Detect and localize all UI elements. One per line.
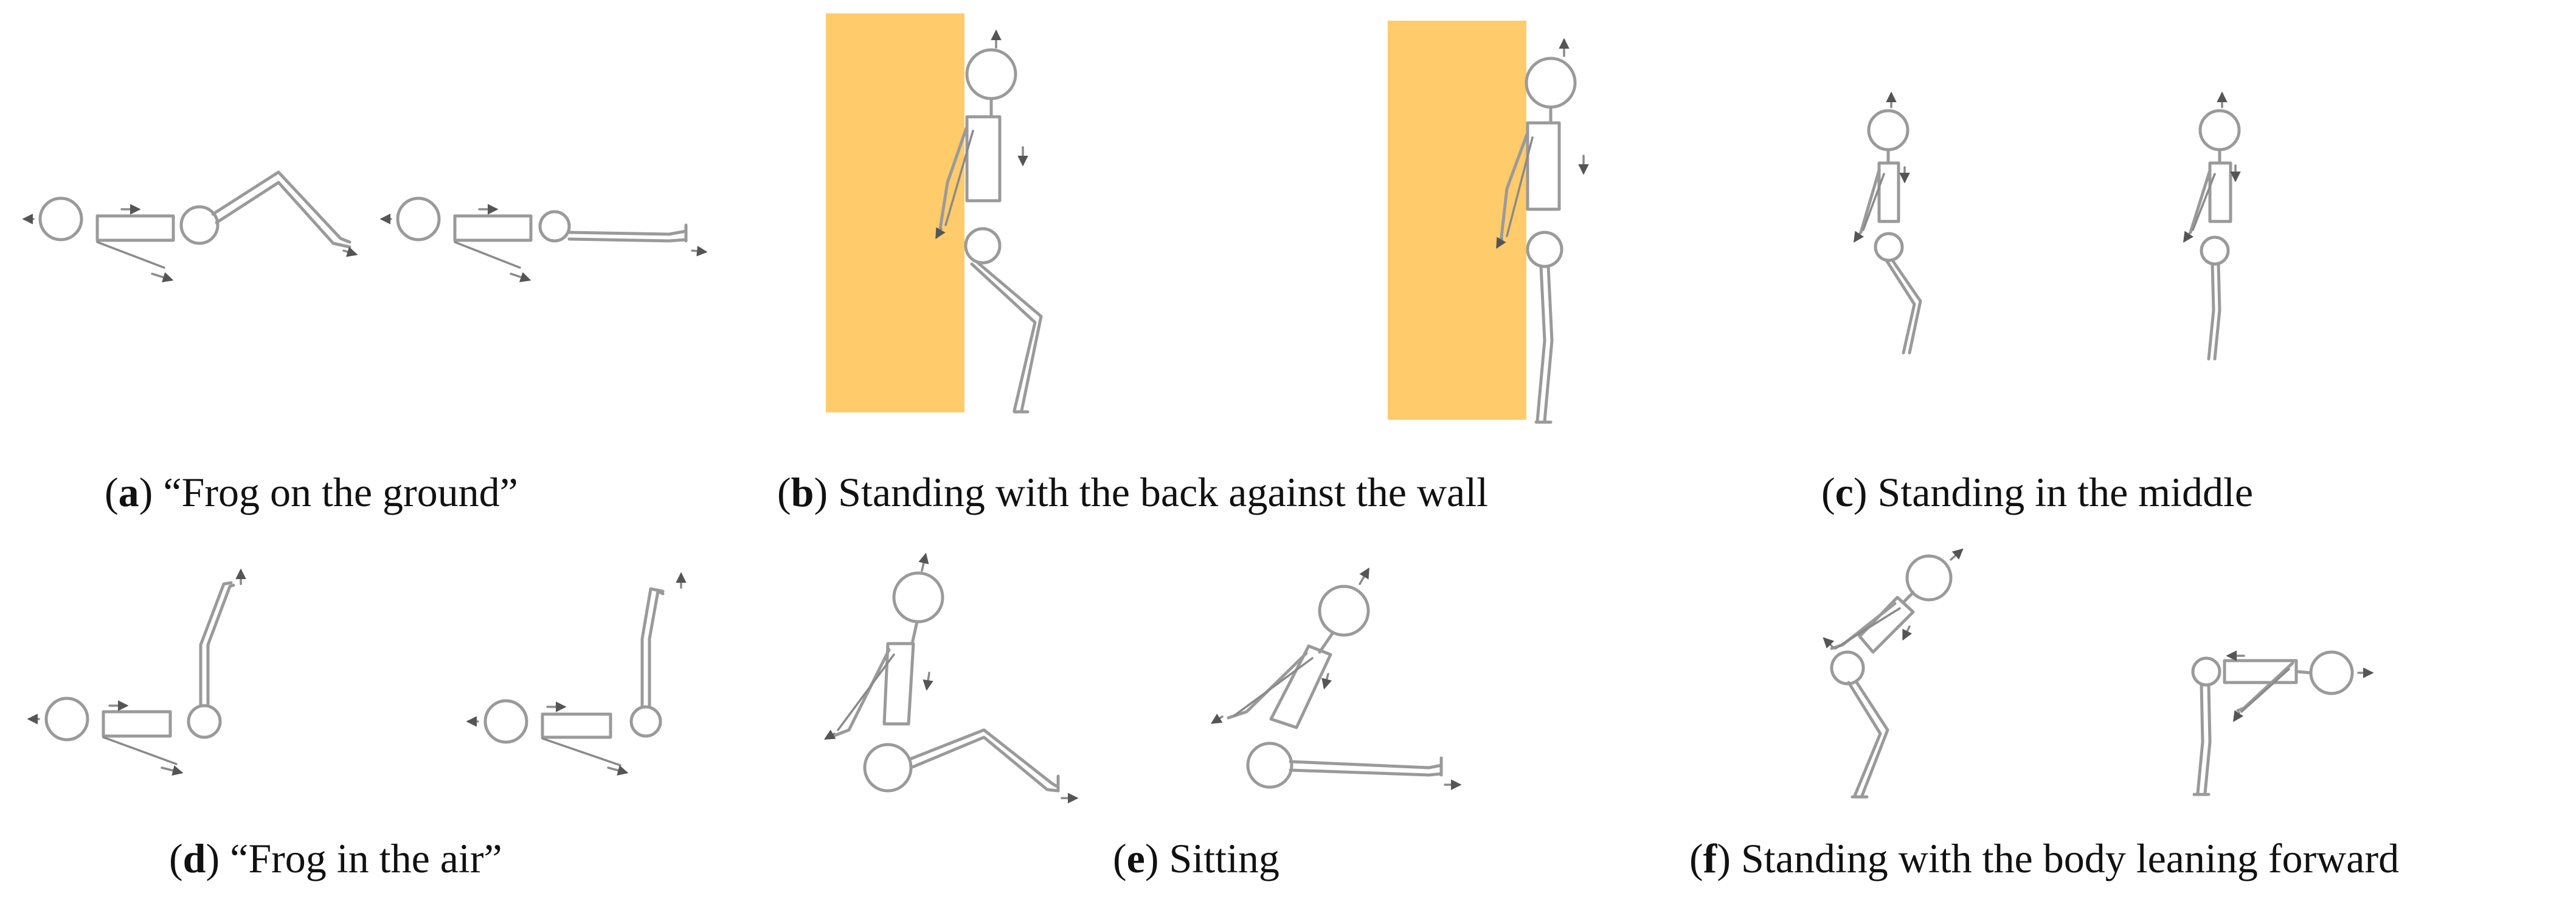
panel-c-figure-2 — [2183, 91, 2241, 361]
panel-e-caption: (e) Sitting — [1113, 835, 1279, 881]
panel-b-figure-2 — [1496, 38, 1589, 424]
panel-f-title: Standing with the body leaning forward — [1740, 835, 2400, 881]
panel-e-figure-1 — [823, 552, 1079, 804]
panel-e-illustration — [823, 552, 1462, 804]
panel-b-title: Standing with the back against the wall — [838, 469, 1489, 515]
panel-b-illustration — [826, 13, 1589, 424]
panel-e-letter: e — [1126, 835, 1145, 881]
panel-b-wall-2 — [1388, 21, 1526, 420]
panel-a-caption: (a) “Frog on the ground” — [105, 469, 518, 515]
panel-a-figure-2 — [379, 196, 708, 282]
panel-c-figure-1 — [1854, 91, 1922, 355]
panel-f-figure-2 — [2191, 650, 2374, 796]
panel-d-title: “Frog in the air” — [230, 835, 502, 881]
panel-a-figure-1 — [22, 170, 358, 283]
panel-c-caption: (c) Standing in the middle — [1821, 469, 2254, 515]
panel-d-letter: d — [182, 835, 206, 881]
panel-b-figure-1 — [935, 29, 1043, 414]
panel-c-illustration — [1854, 91, 2241, 361]
panel-d-illustration — [27, 568, 687, 776]
panel-d-figure-1 — [27, 568, 246, 776]
panel-a-illustration — [22, 170, 708, 283]
panel-c-title: Standing in the middle — [1877, 469, 2254, 515]
panel-d-figure-2 — [466, 572, 687, 776]
panel-c-letter: c — [1835, 469, 1854, 515]
panel-f-letter: f — [1703, 835, 1717, 881]
panel-f-caption: (f) Standing with the body leaning forwa… — [1689, 835, 2400, 881]
panel-f-illustration — [1823, 548, 2374, 799]
panel-a-title: “Frog on the ground” — [163, 469, 518, 515]
panel-d-caption: (d) “Frog in the air” — [169, 835, 502, 881]
panel-e-title: Sitting — [1169, 835, 1279, 881]
panel-e-figure-2 — [1211, 567, 1462, 790]
panel-a-letter: a — [118, 469, 139, 515]
panel-b-caption: (b) Standing with the back against the w… — [777, 469, 1489, 515]
panel-f-figure-1 — [1823, 548, 1964, 799]
panel-b-letter: b — [791, 469, 814, 515]
